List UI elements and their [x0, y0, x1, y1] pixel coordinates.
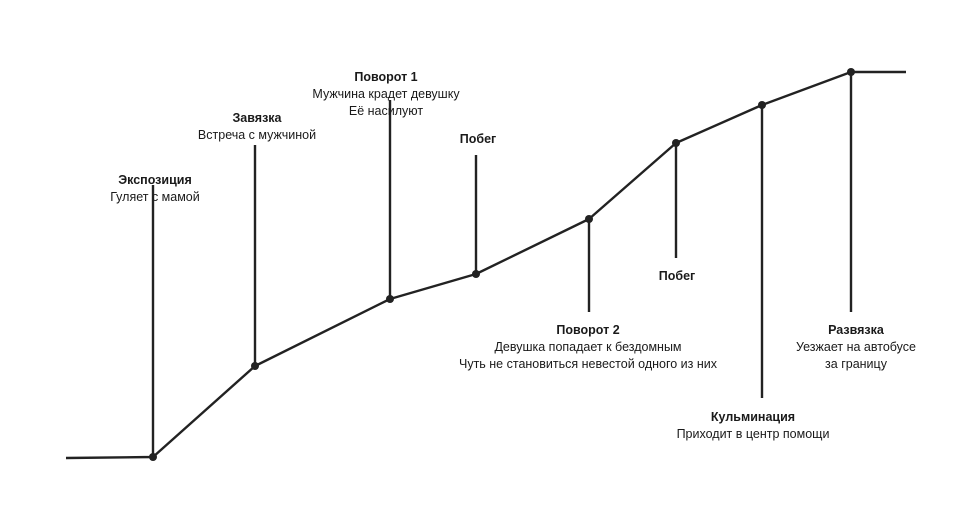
label-exposition: Экспозиция Гуляет с мамой — [110, 172, 200, 206]
event-point — [672, 139, 680, 147]
label-resolution: Развязка Уезжает на автобусе за границу — [796, 322, 916, 373]
event-point — [149, 453, 157, 461]
label-inciting: Завязка Встреча с мужчиной — [198, 110, 316, 144]
plot-lines — [65, 70, 906, 460]
event-point — [847, 68, 855, 76]
label-line: Мужчина крадет девушку — [312, 87, 460, 101]
label-title: Экспозиция — [118, 173, 192, 187]
label-title: Побег — [658, 269, 696, 283]
event-point — [251, 362, 259, 370]
label-line: за границу — [825, 357, 887, 371]
label-line: Гуляет с мамой — [110, 190, 200, 204]
label-line: Девушка попадает к бездомным — [494, 340, 682, 354]
label-title: Завязка — [232, 111, 282, 125]
label-turn-2: Поворот 2 Девушка попадает к бездомным Ч… — [459, 322, 717, 373]
event-point — [386, 295, 394, 303]
label-turn-1: Поворот 1 Мужчина крадет девушку Её наси… — [312, 69, 459, 120]
event-point — [472, 270, 480, 278]
label-title: Поворот 2 — [556, 323, 620, 337]
event-point — [758, 101, 766, 109]
event-point — [585, 215, 593, 223]
label-line: Приходит в центр помощи — [676, 427, 830, 441]
label-escape-2: Побег — [659, 268, 696, 285]
plot-curve — [65, 70, 906, 460]
label-escape-1: Побег — [460, 131, 497, 148]
label-line: Уезжает на автобусе — [796, 340, 916, 354]
label-title: Кульминация — [710, 410, 796, 424]
label-title: Побег — [459, 132, 497, 146]
label-line: Её насилуют — [348, 104, 424, 118]
label-title: Поворот 1 — [354, 70, 418, 84]
label-line: Встреча с мужчиной — [197, 128, 317, 142]
label-title: Развязка — [828, 323, 884, 337]
label-climax: Кульминация Приходит в центр помощи — [677, 409, 830, 443]
label-line: Чуть не становиться невестой одного из н… — [458, 357, 718, 371]
plot-points — [149, 68, 855, 461]
